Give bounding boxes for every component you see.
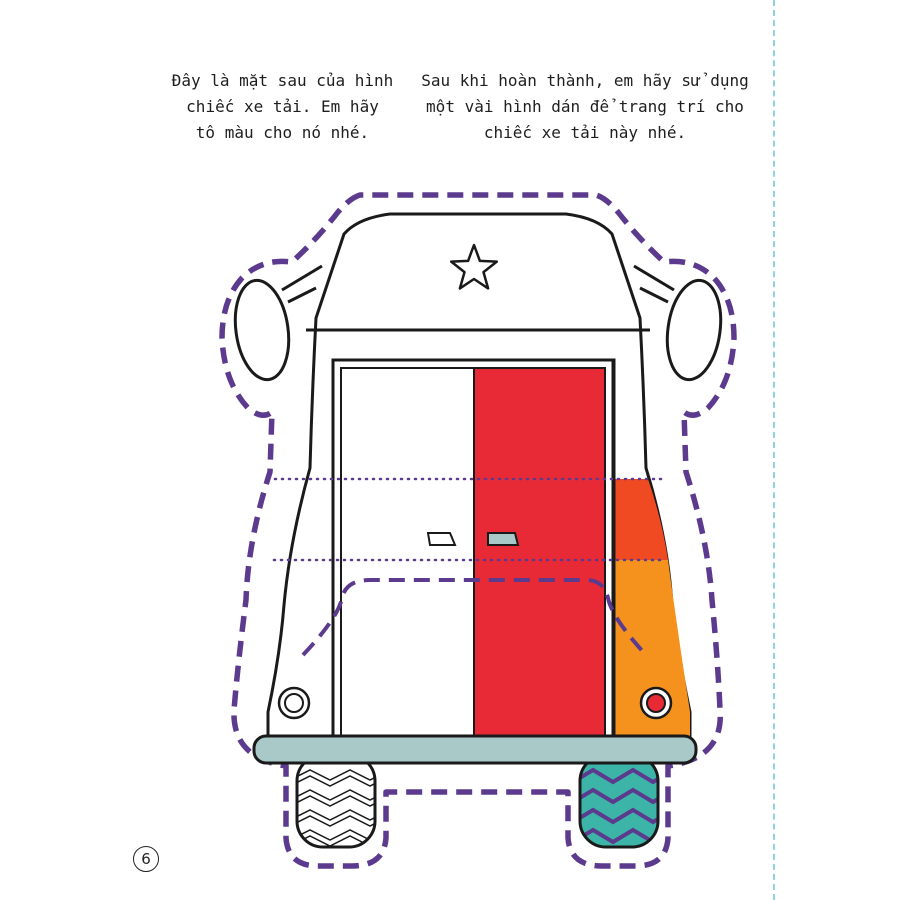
instruction-right-line: Sau khi hoàn thành, em hãy sử dụng [421,71,749,90]
cut-line [219,192,737,869]
instruction-left: Đây là mặt sau của hình chiếc xe tải. Em… [150,68,415,146]
page-fold-line [773,0,775,900]
door-handle-right [487,532,520,546]
tail-light-right [639,686,673,720]
page-number: 6 [133,846,159,872]
right-mirror [633,264,723,382]
instruction-right-line: một vài hình dán để trang trí cho [426,97,744,116]
door-right [473,367,606,737]
wheel-arch-dashed [301,578,648,657]
bumper [252,734,698,765]
instruction-right: Sau khi hoàn thành, em hãy sử dụng một v… [415,68,755,146]
instruction-left-line: chiếc xe tải. Em hãy [186,97,379,116]
instruction-left-line: Đây là mặt sau của hình [171,71,394,90]
star-icon [449,243,499,290]
tail-light-left [277,686,311,720]
tire-left [295,753,377,849]
door-left [340,367,475,737]
instruction-left-line: tô màu cho nó nhé. [195,123,370,142]
door-handle-left [426,532,457,546]
left-mirror [233,264,323,382]
side-panel-top [613,479,668,560]
tire-right [578,753,660,849]
side-panel-bottom [613,560,690,736]
instruction-right-line: chiếc xe tải này nhé. [483,123,687,142]
